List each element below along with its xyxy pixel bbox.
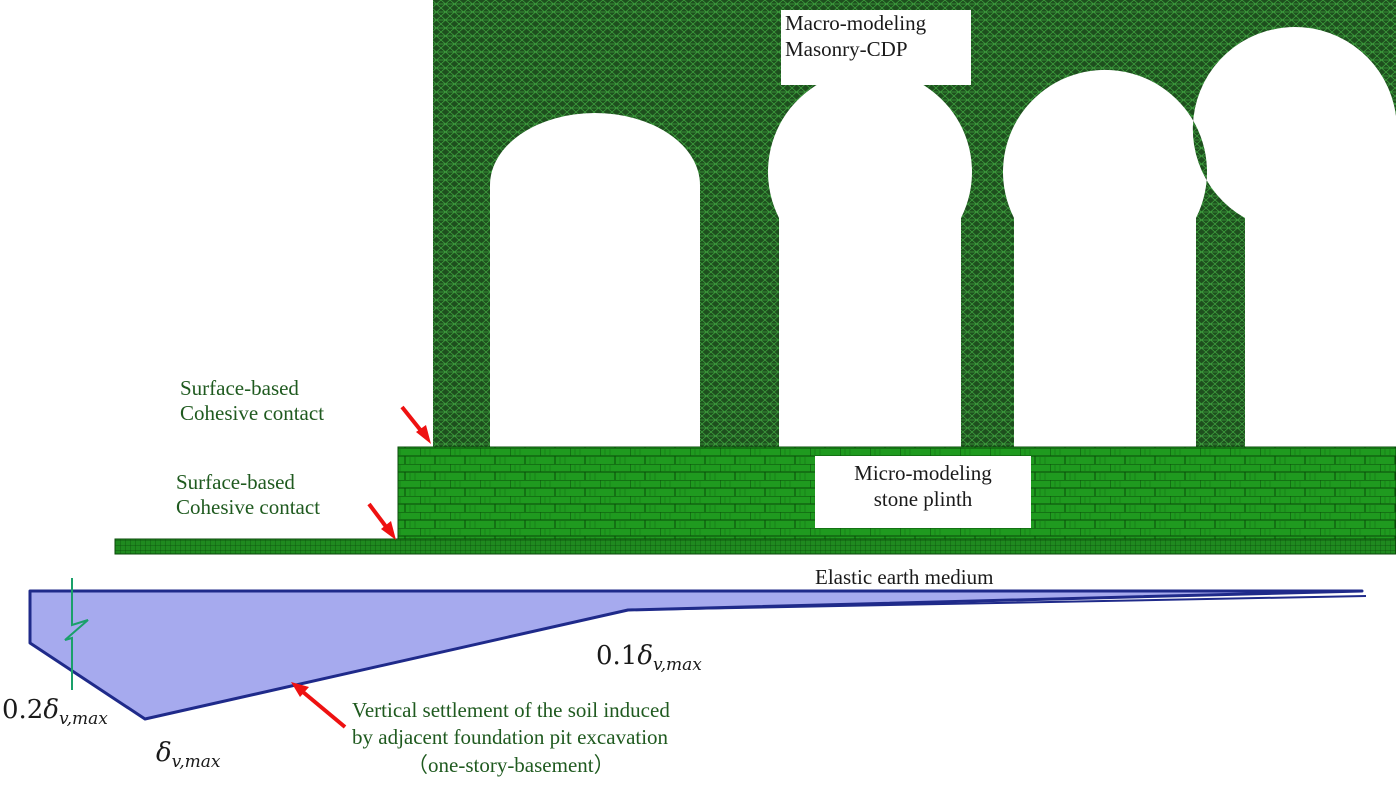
delta-symbol: δ — [637, 641, 654, 671]
delta-symbol: δ — [156, 738, 172, 768]
delta-subscript: v,max — [59, 709, 108, 729]
coef-0-1: 0.1 — [596, 641, 638, 671]
label-delta-max: δv,max — [156, 738, 221, 772]
settlement-line1: Vertical settlement of the soil induced — [352, 698, 670, 722]
micro-modeling-label: Micro-modeling stone plinth — [815, 456, 1031, 528]
macro-label-line2: Masonry-CDP — [785, 37, 908, 62]
micro-label-line1: Micro-modeling — [854, 461, 992, 485]
arrow-upper-contact — [400, 405, 431, 444]
arrow-lower-contact — [367, 502, 396, 540]
macro-masonry-wall — [433, 0, 1396, 447]
macro-modeling-label: Macro-modeling Masonry-CDP — [781, 10, 971, 85]
label-0-1-delta: 0.1δv,max — [596, 641, 702, 675]
settlement-profile — [28, 589, 1364, 721]
ground-strip-mesh — [114, 538, 1396, 555]
micro-label-line2: stone plinth — [873, 487, 973, 512]
contact-upper-line1: Surface-based — [180, 376, 299, 400]
delta-subscript: v,max — [653, 655, 702, 675]
contact-upper-line2: Cohesive contact — [180, 401, 325, 426]
coef-0-2: 0.2 — [2, 695, 44, 725]
delta-subscript: v,max — [171, 752, 221, 772]
contact-lower-line1: Surface-based — [176, 470, 295, 494]
contact-label-lower: Surface-based Cohesive contact — [176, 470, 320, 520]
settlement-description: Vertical settlement of the soil induced … — [352, 697, 670, 779]
delta-symbol: δ — [43, 695, 60, 725]
arrow-settlement — [291, 682, 347, 729]
earth-medium-label: Elastic earth medium — [815, 565, 994, 589]
macro-label-line1: Macro-modeling — [785, 11, 927, 35]
settlement-line3: （one-story-basement） — [407, 752, 615, 777]
settlement-tail-line — [627, 595, 1367, 611]
settlement-line2: by adjacent foundation pit excavation — [352, 725, 669, 750]
label-0-2-delta: 0.2δv,max — [2, 695, 108, 729]
contact-label-upper: Surface-based Cohesive contact — [180, 376, 324, 426]
contact-lower-line2: Cohesive contact — [176, 495, 321, 520]
break-line — [64, 578, 89, 690]
